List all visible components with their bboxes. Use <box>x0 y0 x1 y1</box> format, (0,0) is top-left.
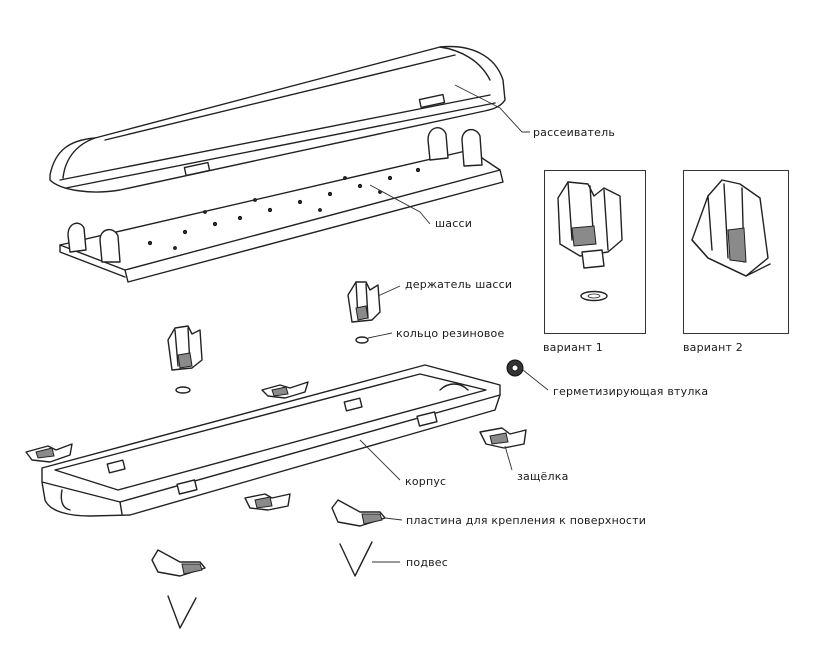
label-mounting-plate: пластина для крепления к поверхности <box>406 514 647 527</box>
latch-bottom <box>244 493 291 511</box>
label-suspension: подвес <box>406 556 449 569</box>
variant-2-clip <box>691 179 771 277</box>
suspension-left <box>167 595 197 629</box>
label-latch: защёлка <box>517 470 569 483</box>
mounting-plate-left <box>151 549 206 577</box>
chassis-holder-part <box>347 281 381 344</box>
suspension-right <box>339 541 373 577</box>
diffuser-cover <box>49 45 506 193</box>
label-sealing-sleeve: герметизирующая втулка <box>553 385 709 398</box>
variant-2-box <box>683 170 789 334</box>
mounting-plate-right <box>331 499 386 527</box>
latch-top <box>261 381 309 399</box>
latch-right <box>479 427 527 449</box>
variant-1-box <box>544 170 646 334</box>
latch-left <box>25 443 73 463</box>
housing-body <box>41 364 501 517</box>
variant-1-clip <box>557 181 623 302</box>
label-housing: корпус <box>405 475 447 488</box>
leader-lines <box>359 84 549 563</box>
left-holder-part <box>167 325 203 394</box>
label-variant-2: вариант 2 <box>683 341 743 354</box>
chassis-plate <box>59 127 504 283</box>
label-rubber-ring: кольцо резиновое <box>396 327 505 340</box>
label-variant-1: вариант 1 <box>543 341 603 354</box>
label-chassis: шасси <box>435 217 473 230</box>
label-chassis-holder: держатель шасси <box>405 278 513 291</box>
sealing-sleeve-part <box>506 359 524 377</box>
label-diffuser: рассеиватель <box>533 126 616 139</box>
